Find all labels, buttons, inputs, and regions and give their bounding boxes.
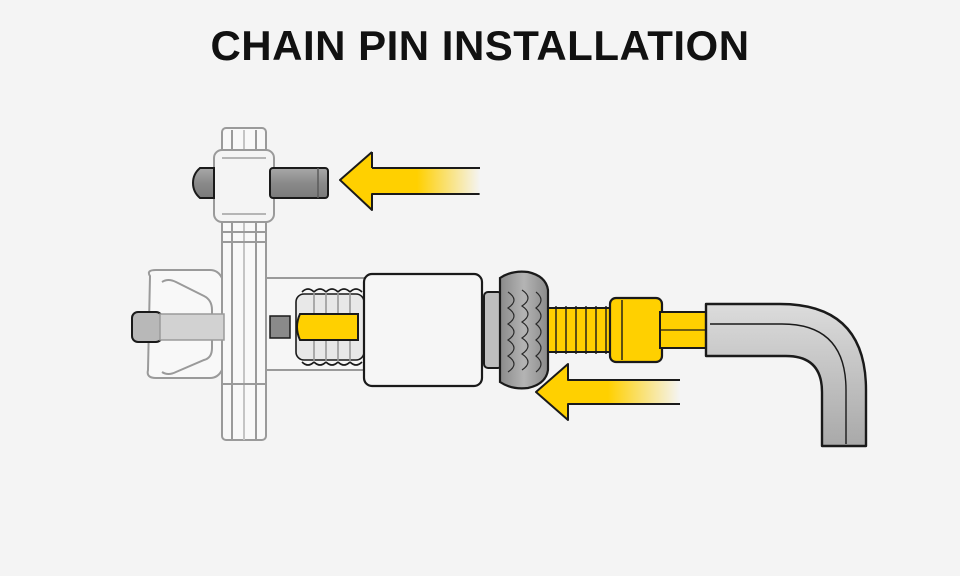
drive-pin xyxy=(296,313,359,341)
chain-pin xyxy=(191,167,329,199)
tool-sleeve xyxy=(362,272,484,388)
threaded-shaft xyxy=(547,296,711,364)
arrow-left-icon xyxy=(339,151,480,211)
pusher-pin xyxy=(131,311,291,343)
knurled-knob xyxy=(483,270,550,390)
arrow-left-icon xyxy=(535,363,680,421)
page-title: CHAIN PIN INSTALLATION xyxy=(210,22,750,69)
hex-wrench xyxy=(704,302,868,448)
